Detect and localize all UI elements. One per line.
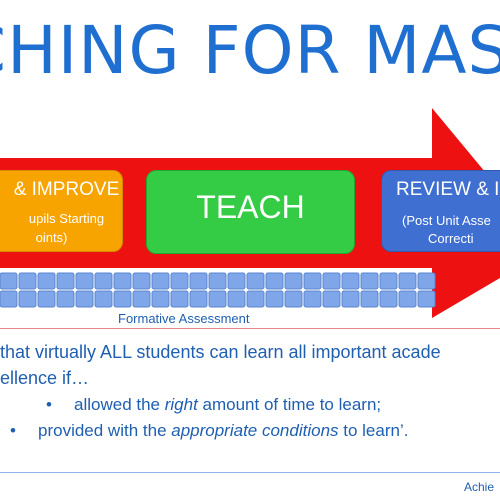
assessment-block [0, 272, 18, 290]
assessment-block [113, 290, 132, 308]
stage-improve-title: & IMPROVE [13, 179, 120, 200]
divider-bottom [0, 472, 500, 473]
bullet-1-emphasis: right [164, 395, 198, 414]
quote-line-2: ellence if… [0, 368, 90, 388]
assessment-block [398, 272, 417, 290]
assessment-block [303, 272, 322, 290]
stage-box-teach: TEACH [146, 170, 355, 254]
assessment-block [132, 290, 151, 308]
assessment-block [170, 290, 189, 308]
slide-title: CHING FOR MAS [0, 12, 500, 89]
assessment-block [56, 272, 75, 290]
assessment-block [360, 290, 379, 308]
bullet-2-emphasis: appropriate conditions [171, 421, 339, 440]
assessment-block [246, 272, 265, 290]
divider-top [0, 328, 500, 329]
bullet-2-text-after: to learn’. [338, 421, 409, 440]
assessment-block [265, 290, 284, 308]
assessment-block [75, 272, 94, 290]
stage-box-improve: & IMPROVE upils Starting oints) [0, 170, 123, 252]
quote-line-1: that virtually ALL students can learn al… [0, 342, 441, 362]
assessment-block [151, 272, 170, 290]
assessment-block [284, 290, 303, 308]
stage-improve-subtext-2: oints) [35, 230, 68, 245]
assessment-block [151, 290, 170, 308]
assessment-block [398, 290, 417, 308]
assessment-block [341, 272, 360, 290]
stage-teach-title: TEACH [196, 189, 305, 225]
assessment-block [132, 272, 151, 290]
bullet-right-time: • allowed the right amount of time to lea… [46, 393, 381, 417]
assessment-block [113, 272, 132, 290]
formative-assessment-label: Formative Assessment [118, 311, 250, 326]
assessment-block [341, 290, 360, 308]
assessment-block [94, 290, 113, 308]
bullet-1-text-after: amount of time to learn; [197, 395, 382, 414]
assessment-block [189, 272, 208, 290]
assessment-block [227, 272, 246, 290]
assessment-block [208, 290, 227, 308]
assessment-block [265, 272, 284, 290]
bullet-dot: • [46, 395, 52, 414]
assessment-block [284, 272, 303, 290]
stage-review-title: REVIEW & I [396, 179, 500, 200]
bullet-appropriate-conditions: • provided with the appropriate condition… [10, 419, 408, 443]
stage-review-subtext-1: (Post Unit Asse [402, 213, 491, 228]
formative-assessment-blocks [0, 272, 436, 308]
assessment-block [322, 272, 341, 290]
assessment-block [18, 290, 37, 308]
assessment-block [417, 272, 436, 290]
assessment-block [170, 272, 189, 290]
assessment-block [379, 272, 398, 290]
assessment-block [37, 272, 56, 290]
stage-box-review: REVIEW & I (Post Unit Asse Correcti [381, 170, 500, 252]
footer-text: Achie [464, 480, 495, 494]
bullet-1-text-before: allowed the [74, 395, 165, 414]
assessment-block [37, 290, 56, 308]
bullet-dot: • [10, 421, 16, 440]
assessment-block [189, 290, 208, 308]
assessment-block [227, 290, 246, 308]
assessment-block [246, 290, 265, 308]
assessment-block [18, 272, 37, 290]
assessment-block [360, 272, 379, 290]
assessment-block [94, 272, 113, 290]
assessment-block [379, 290, 398, 308]
assessment-block [75, 290, 94, 308]
assessment-block [303, 290, 322, 308]
assessment-block [417, 290, 436, 308]
stage-review-subtext-2: Correcti [428, 231, 474, 246]
assessment-block [322, 290, 341, 308]
assessment-block [208, 272, 227, 290]
assessment-block [56, 290, 75, 308]
stage-improve-subtext-1: upils Starting [28, 211, 105, 226]
assessment-block [0, 290, 18, 308]
bullet-2-text-before: provided with the [38, 421, 172, 440]
